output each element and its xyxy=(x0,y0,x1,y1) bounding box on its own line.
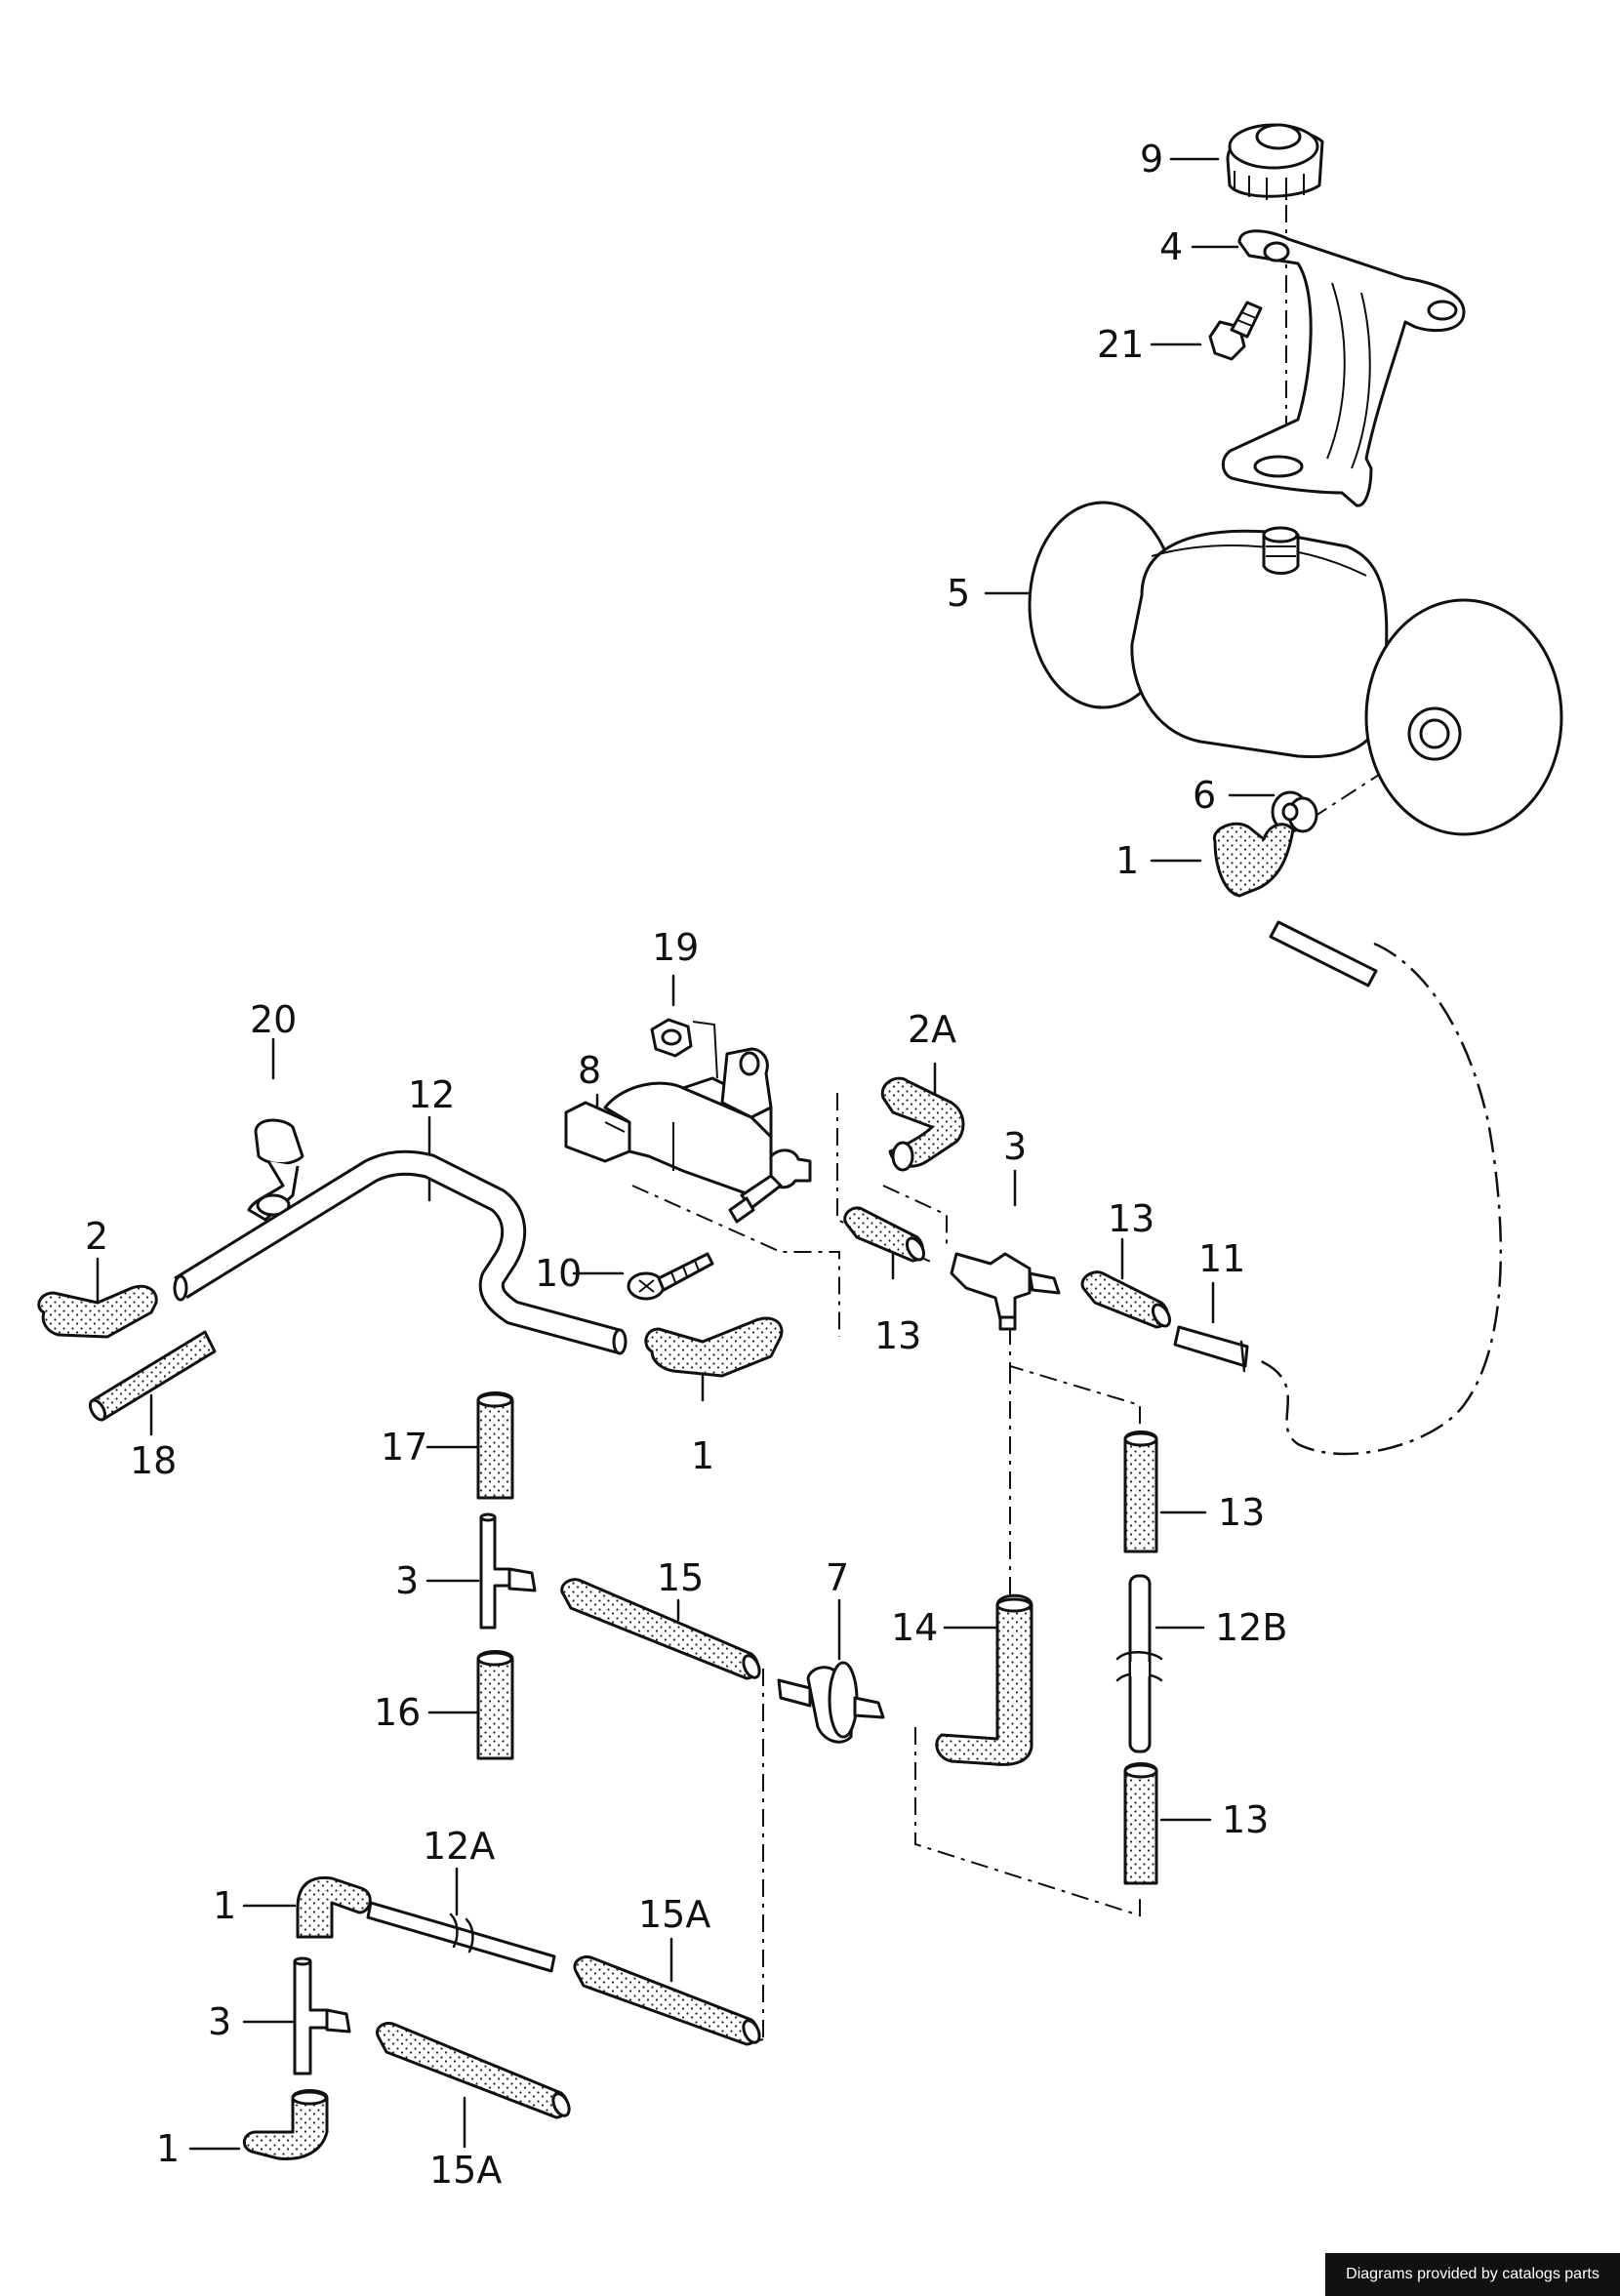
label-13-c: 13 xyxy=(1218,1491,1265,1534)
nut xyxy=(650,1018,718,1079)
elbow-hose-top xyxy=(1212,822,1378,987)
vacuum-reservoir xyxy=(1028,501,1563,836)
label-2a: 2A xyxy=(908,1008,956,1051)
tee-connector-mid xyxy=(479,1512,537,1630)
label-3-top: 3 xyxy=(1003,1125,1027,1168)
hose-13-b xyxy=(1080,1270,1172,1329)
check-valve xyxy=(777,1661,885,1744)
label-20: 20 xyxy=(250,998,297,1041)
bracket xyxy=(1221,229,1466,507)
credit-badge: Diagrams provided by catalogs parts xyxy=(1325,2253,1620,2296)
hose-16 xyxy=(476,1650,514,1760)
elbow-hose-lower xyxy=(296,1875,372,1939)
hose-13-c xyxy=(1123,1430,1158,1553)
label-15a-upper: 15A xyxy=(638,1893,710,1936)
label-13-b: 13 xyxy=(874,1314,921,1357)
callout-labels: 9 4 21 5 6 1 19 20 2A 8 12 3 2 10 13 13 … xyxy=(85,138,1287,2192)
hose-17 xyxy=(476,1391,514,1500)
hose-15 xyxy=(560,1578,761,1680)
label-1-bottom: 1 xyxy=(156,2127,180,2170)
label-12a: 12A xyxy=(423,1825,495,1868)
hose-clip xyxy=(247,1118,304,1222)
elbow-hose-bottom xyxy=(242,2089,329,2161)
hose-12 xyxy=(173,1149,628,1355)
hose-15a-upper xyxy=(573,1955,761,2046)
label-19: 19 xyxy=(652,926,699,969)
label-2: 2 xyxy=(85,1215,108,1258)
elbow-hose-mid xyxy=(644,1316,784,1378)
label-7: 7 xyxy=(826,1556,849,1599)
label-12b: 12B xyxy=(1215,1606,1287,1649)
label-1-top: 1 xyxy=(1115,839,1139,882)
label-15a-lower: 15A xyxy=(429,2149,502,2192)
label-13-a: 13 xyxy=(1108,1197,1154,1240)
label-1-mid: 1 xyxy=(691,1434,714,1477)
label-1-lower: 1 xyxy=(213,1884,236,1927)
reservoir-cap xyxy=(1226,123,1324,200)
grommet xyxy=(1271,790,1318,833)
hose-11 xyxy=(1173,1325,1249,1373)
label-8: 8 xyxy=(578,1049,601,1092)
label-14: 14 xyxy=(891,1606,938,1649)
bolt xyxy=(1208,301,1263,361)
label-16: 16 xyxy=(374,1691,421,1734)
hose-2 xyxy=(37,1284,158,1339)
label-6: 6 xyxy=(1193,774,1216,817)
pipe-12a xyxy=(366,1901,556,1973)
label-4: 4 xyxy=(1159,225,1183,268)
hose-18 xyxy=(88,1330,217,1422)
pipe-12b xyxy=(1115,1574,1163,1753)
label-3-lower: 3 xyxy=(208,2000,231,2043)
label-15: 15 xyxy=(657,1556,704,1599)
label-3-mid: 3 xyxy=(395,1559,419,1602)
assembly-lines xyxy=(631,205,1503,2045)
tee-connector-lower xyxy=(293,1956,351,2075)
vacuum-valve xyxy=(564,1047,812,1224)
leader-lines xyxy=(96,157,1276,2151)
hose-13-a xyxy=(843,1206,926,1263)
label-11: 11 xyxy=(1198,1237,1245,1280)
label-21: 21 xyxy=(1097,323,1144,366)
label-18: 18 xyxy=(130,1439,177,1482)
elbow-hose-14 xyxy=(935,1593,1033,1766)
label-5: 5 xyxy=(947,572,970,615)
hose-13-d xyxy=(1123,1762,1158,1885)
label-10: 10 xyxy=(535,1252,582,1295)
screw xyxy=(627,1252,714,1301)
hose-15a-lower xyxy=(376,2022,571,2119)
elbow-hose-2a xyxy=(880,1076,965,1172)
label-9: 9 xyxy=(1140,138,1163,181)
label-12: 12 xyxy=(408,1073,455,1116)
label-17: 17 xyxy=(381,1426,427,1469)
label-13-d: 13 xyxy=(1222,1798,1269,1841)
tee-connector-top xyxy=(950,1252,1061,1331)
